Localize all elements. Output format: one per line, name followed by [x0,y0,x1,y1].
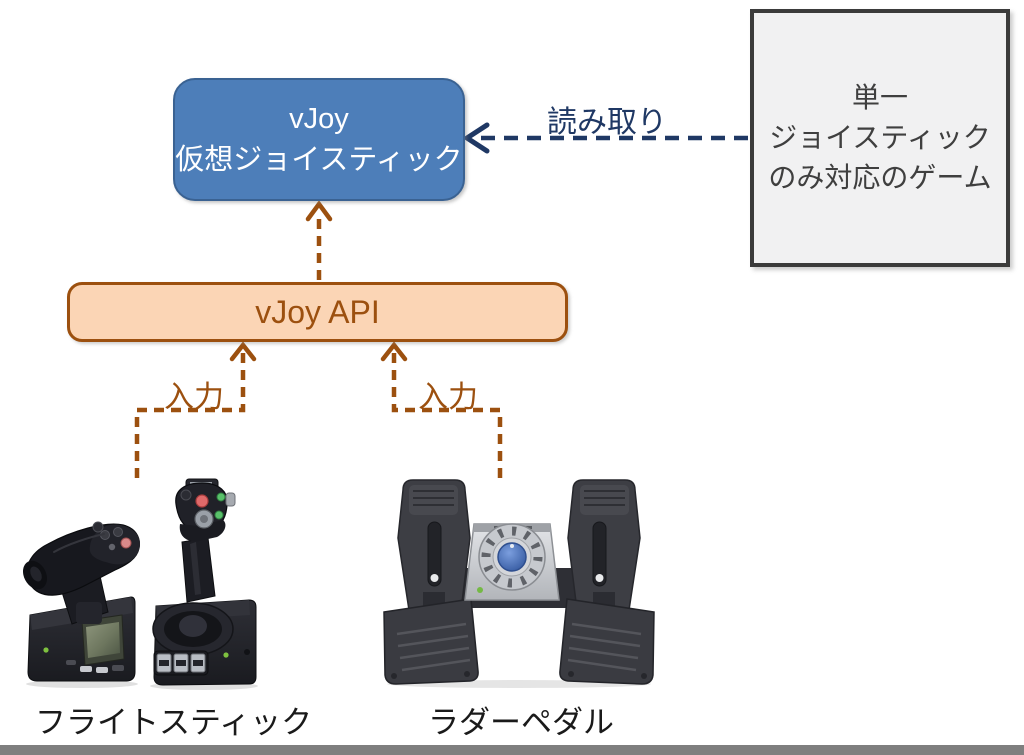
vjoy-virtual-joystick-box: vJoy 仮想ジョイスティック [173,78,465,201]
joystick-led [223,652,229,658]
joystick-rocker-switches [153,650,209,676]
throttle-handle [23,521,141,596]
game-box-line1: 単一 [851,82,908,113]
bottom-edge-bar [0,745,1024,755]
read-arrow-label: 読み取り [547,106,667,139]
right-pedal [567,479,641,611]
single-joystick-game-box: 単一 ジョイスティック のみ対応のゲーム [750,9,1010,267]
rudder-pedal-label: ラダーペダル [428,705,614,740]
left-pedal [397,479,471,611]
game-box-line3: のみ対応のゲーム [768,162,992,193]
center-console [464,523,560,601]
game-box-line2: ジョイスティック [769,122,991,153]
rudder-pedals-image [383,479,655,688]
joystick-grip [175,478,236,542]
console-led [477,587,483,593]
input-label-right: 入力 [418,381,478,414]
left-heel-rest [383,598,479,685]
console-dial [478,523,546,591]
throttle-led [43,647,49,653]
api-to-vjoy-arrow [305,200,333,280]
vjoy-box-line2: 仮想ジョイスティック [175,143,463,176]
flight-stick-image [23,478,258,690]
input-label-left: 入力 [164,381,224,414]
throttle-shadow [26,680,138,688]
vjoy-api-box: vJoy API [67,282,568,342]
vjoy-box-line1: vJoy [289,102,349,135]
right-heel-rest [559,598,655,685]
api-box-label: vJoy API [255,293,380,330]
throttle-unit [23,521,141,682]
joystick-unit [152,478,257,686]
flight-stick-label: フライトスティック [35,705,313,740]
